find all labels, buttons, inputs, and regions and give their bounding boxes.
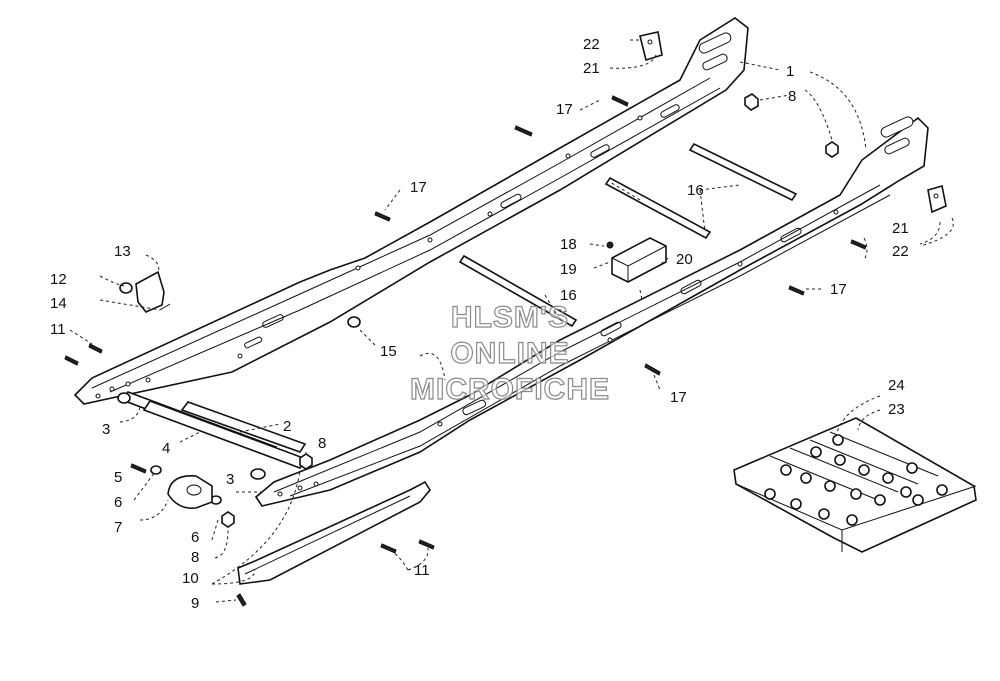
front-bracket	[119, 270, 171, 313]
track-section	[733, 417, 977, 553]
left-rail	[73, 17, 749, 405]
callout-17b: 17	[410, 179, 427, 196]
callout-11a: 11	[50, 321, 66, 338]
callout-11b: 11	[414, 562, 430, 579]
callout-18: 18	[560, 236, 577, 253]
callout-22a: 22	[583, 36, 600, 53]
cross-shafts	[117, 142, 798, 480]
stopper-block	[611, 237, 667, 283]
slide-rail	[237, 480, 431, 585]
rail-bracket-top	[639, 31, 663, 62]
callout-21b: 21	[892, 220, 909, 237]
callout-5: 5	[114, 469, 122, 486]
callout-7: 7	[114, 519, 122, 536]
callout-10: 10	[182, 570, 199, 587]
callout-16a: 16	[687, 182, 704, 199]
callout-6a: 6	[114, 494, 122, 511]
leader-lines	[69, 39, 954, 603]
right-rail	[254, 116, 929, 507]
rail-bracket-right	[927, 184, 947, 214]
callout-labels: 1 2 3 3 4 5 6 6 7 8 8 8 9 10 11 11 12 13…	[50, 36, 909, 612]
callout-17a: 17	[556, 101, 573, 118]
callout-12: 12	[50, 271, 67, 288]
callout-4: 4	[162, 440, 170, 457]
callout-20: 20	[676, 251, 693, 268]
callout-17d: 17	[670, 389, 687, 406]
callout-21a: 21	[583, 60, 600, 77]
callout-2: 2	[283, 418, 291, 435]
callout-13: 13	[114, 243, 131, 260]
callout-1: 1	[786, 63, 794, 80]
bumper-block	[167, 475, 213, 510]
callout-6b: 6	[191, 529, 199, 546]
callout-22b: 22	[892, 243, 909, 260]
callout-23: 23	[888, 401, 905, 418]
callout-9: 9	[191, 595, 199, 612]
callout-14: 14	[50, 295, 67, 312]
callout-8b: 8	[318, 435, 326, 452]
callout-3b: 3	[226, 471, 234, 488]
callout-24: 24	[888, 377, 905, 394]
callout-15: 15	[380, 343, 397, 360]
callout-16b: 16	[560, 287, 577, 304]
hardware	[64, 93, 867, 607]
callout-3a: 3	[102, 421, 110, 438]
callout-17c: 17	[830, 281, 847, 298]
callout-8a: 8	[788, 88, 796, 105]
callout-8c: 8	[191, 549, 199, 566]
callout-19: 19	[560, 261, 577, 278]
